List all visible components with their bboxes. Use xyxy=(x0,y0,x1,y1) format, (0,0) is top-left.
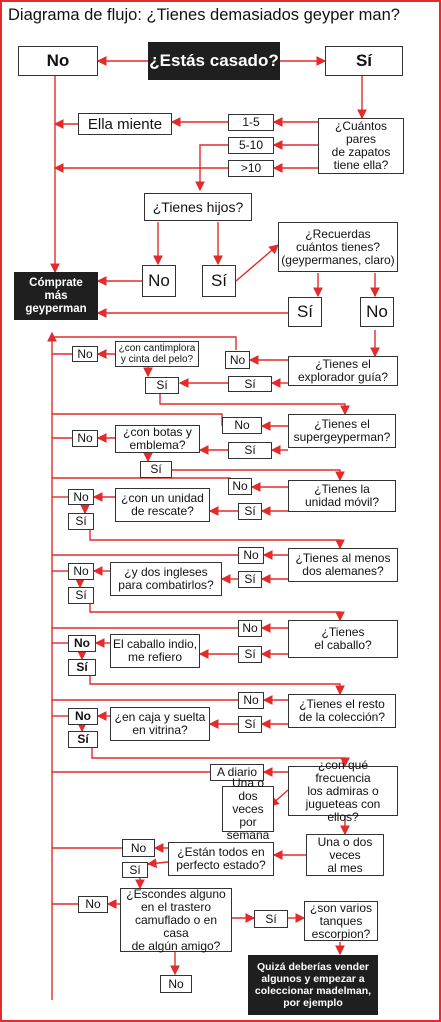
node-no-top: No xyxy=(18,46,98,76)
node-ingleses-no: No xyxy=(68,563,94,580)
node-comprate: Cómprate más geyperman xyxy=(14,272,98,320)
node-super-no: No xyxy=(222,417,262,434)
node-caballo-si: Sí xyxy=(238,646,262,663)
node-hijos-no: No xyxy=(142,265,176,297)
node-frecuencia: ¿con qué frecuencia los admiras o juguet… xyxy=(288,758,398,823)
node-botas-si: Sí xyxy=(140,461,172,478)
node-coleccion-no: No xyxy=(238,692,264,709)
node-escondes-no: No xyxy=(78,896,108,913)
node-una-semana: Una o dos veces por semana xyxy=(222,776,274,841)
node-ingleses: ¿y dos ingleses para combatirlos? xyxy=(110,562,222,596)
node-explorador-no: No xyxy=(225,351,250,369)
node-explorador-si: Sí xyxy=(228,376,272,392)
node-explorador: ¿Tienes el explorador guía? xyxy=(288,356,398,386)
node-zapatos-5-10: 5-10 xyxy=(228,137,274,154)
node-botas-no: No xyxy=(72,430,98,447)
node-rescate-no: No xyxy=(68,489,94,505)
node-escondes: ¿Escondes alguno en el trastero camuflad… xyxy=(120,887,232,952)
node-recuerdas: ¿Recuerdas cuántos tienes? (geypermanes,… xyxy=(278,222,398,272)
node-ella-miente: Ella miente xyxy=(78,113,172,135)
node-coleccion-si: Sí xyxy=(238,716,262,733)
node-botas: ¿con botas y emblema? xyxy=(115,425,200,453)
node-final: Quizá deberías vender algunos y empezar … xyxy=(248,955,378,1015)
node-tanques: ¿son varios tanques escorpion? xyxy=(304,901,378,941)
node-cantimplora-si: Sí xyxy=(145,377,179,394)
node-super-si: Sí xyxy=(228,442,272,459)
node-cantimplora-no: No xyxy=(72,346,98,362)
node-perfecto-no: No xyxy=(122,839,155,857)
node-final-no: No xyxy=(160,975,192,993)
node-escondes-si: Sí xyxy=(254,910,288,928)
node-caja-no: No xyxy=(68,708,98,725)
node-cantimplora: ¿con cantimplora y cinta del pelo? xyxy=(115,341,199,367)
node-caja: ¿en caja y suelta en vitrina? xyxy=(110,707,210,741)
node-recuerdas-no: No xyxy=(360,297,394,327)
node-movil-no: No xyxy=(228,478,252,495)
node-caballo-no: No xyxy=(238,620,262,637)
node-perfecto: ¿Están todos en perfecto estado? xyxy=(168,842,274,876)
node-indio-si: Sí xyxy=(68,659,96,676)
node-movil-si: Sí xyxy=(238,503,262,520)
node-rescate-si: Sí xyxy=(68,513,94,530)
node-alemanes: ¿Tienes al menos dos alemanes? xyxy=(288,548,398,582)
node-recuerdas-si: Sí xyxy=(288,297,322,327)
node-supergeyperman: ¿Tienes el supergeyperman? xyxy=(288,414,396,448)
node-alemanes-si: Sí xyxy=(238,571,262,588)
node-zapatos-gt10: >10 xyxy=(228,160,274,177)
node-hijos-si: Sí xyxy=(202,265,236,297)
node-zapatos: ¿Cuántos pares de zapatos tiene ella? xyxy=(318,118,404,174)
node-a-diario: A diario xyxy=(210,764,264,781)
node-caballo: ¿Tienes el caballo? xyxy=(288,620,398,658)
node-ingleses-si: Sí xyxy=(68,587,94,604)
node-coleccion: ¿Tienes el resto de la colección? xyxy=(288,694,396,728)
node-indio: El caballo indio, me refiero xyxy=(110,634,200,668)
node-zapatos-1-5: 1-5 xyxy=(228,114,274,131)
node-casado: ¿Estás casado? xyxy=(148,42,280,80)
node-una-mes: Una o dos veces al mes xyxy=(306,834,384,876)
node-hijos: ¿Tienes hijos? xyxy=(144,193,252,221)
diagram-title: Diagrama de flujo: ¿Tienes demasiados ge… xyxy=(8,6,400,24)
node-si-top: Sí xyxy=(325,46,403,76)
node-rescate: ¿con un unidad de rescate? xyxy=(115,488,210,522)
node-unidad-movil: ¿Tienes la unidad móvil? xyxy=(288,480,396,512)
node-caja-si: Sí xyxy=(68,731,98,748)
node-indio-no: No xyxy=(68,635,96,652)
node-alemanes-no: No xyxy=(238,547,264,564)
node-perfecto-si: Sí xyxy=(122,862,148,878)
